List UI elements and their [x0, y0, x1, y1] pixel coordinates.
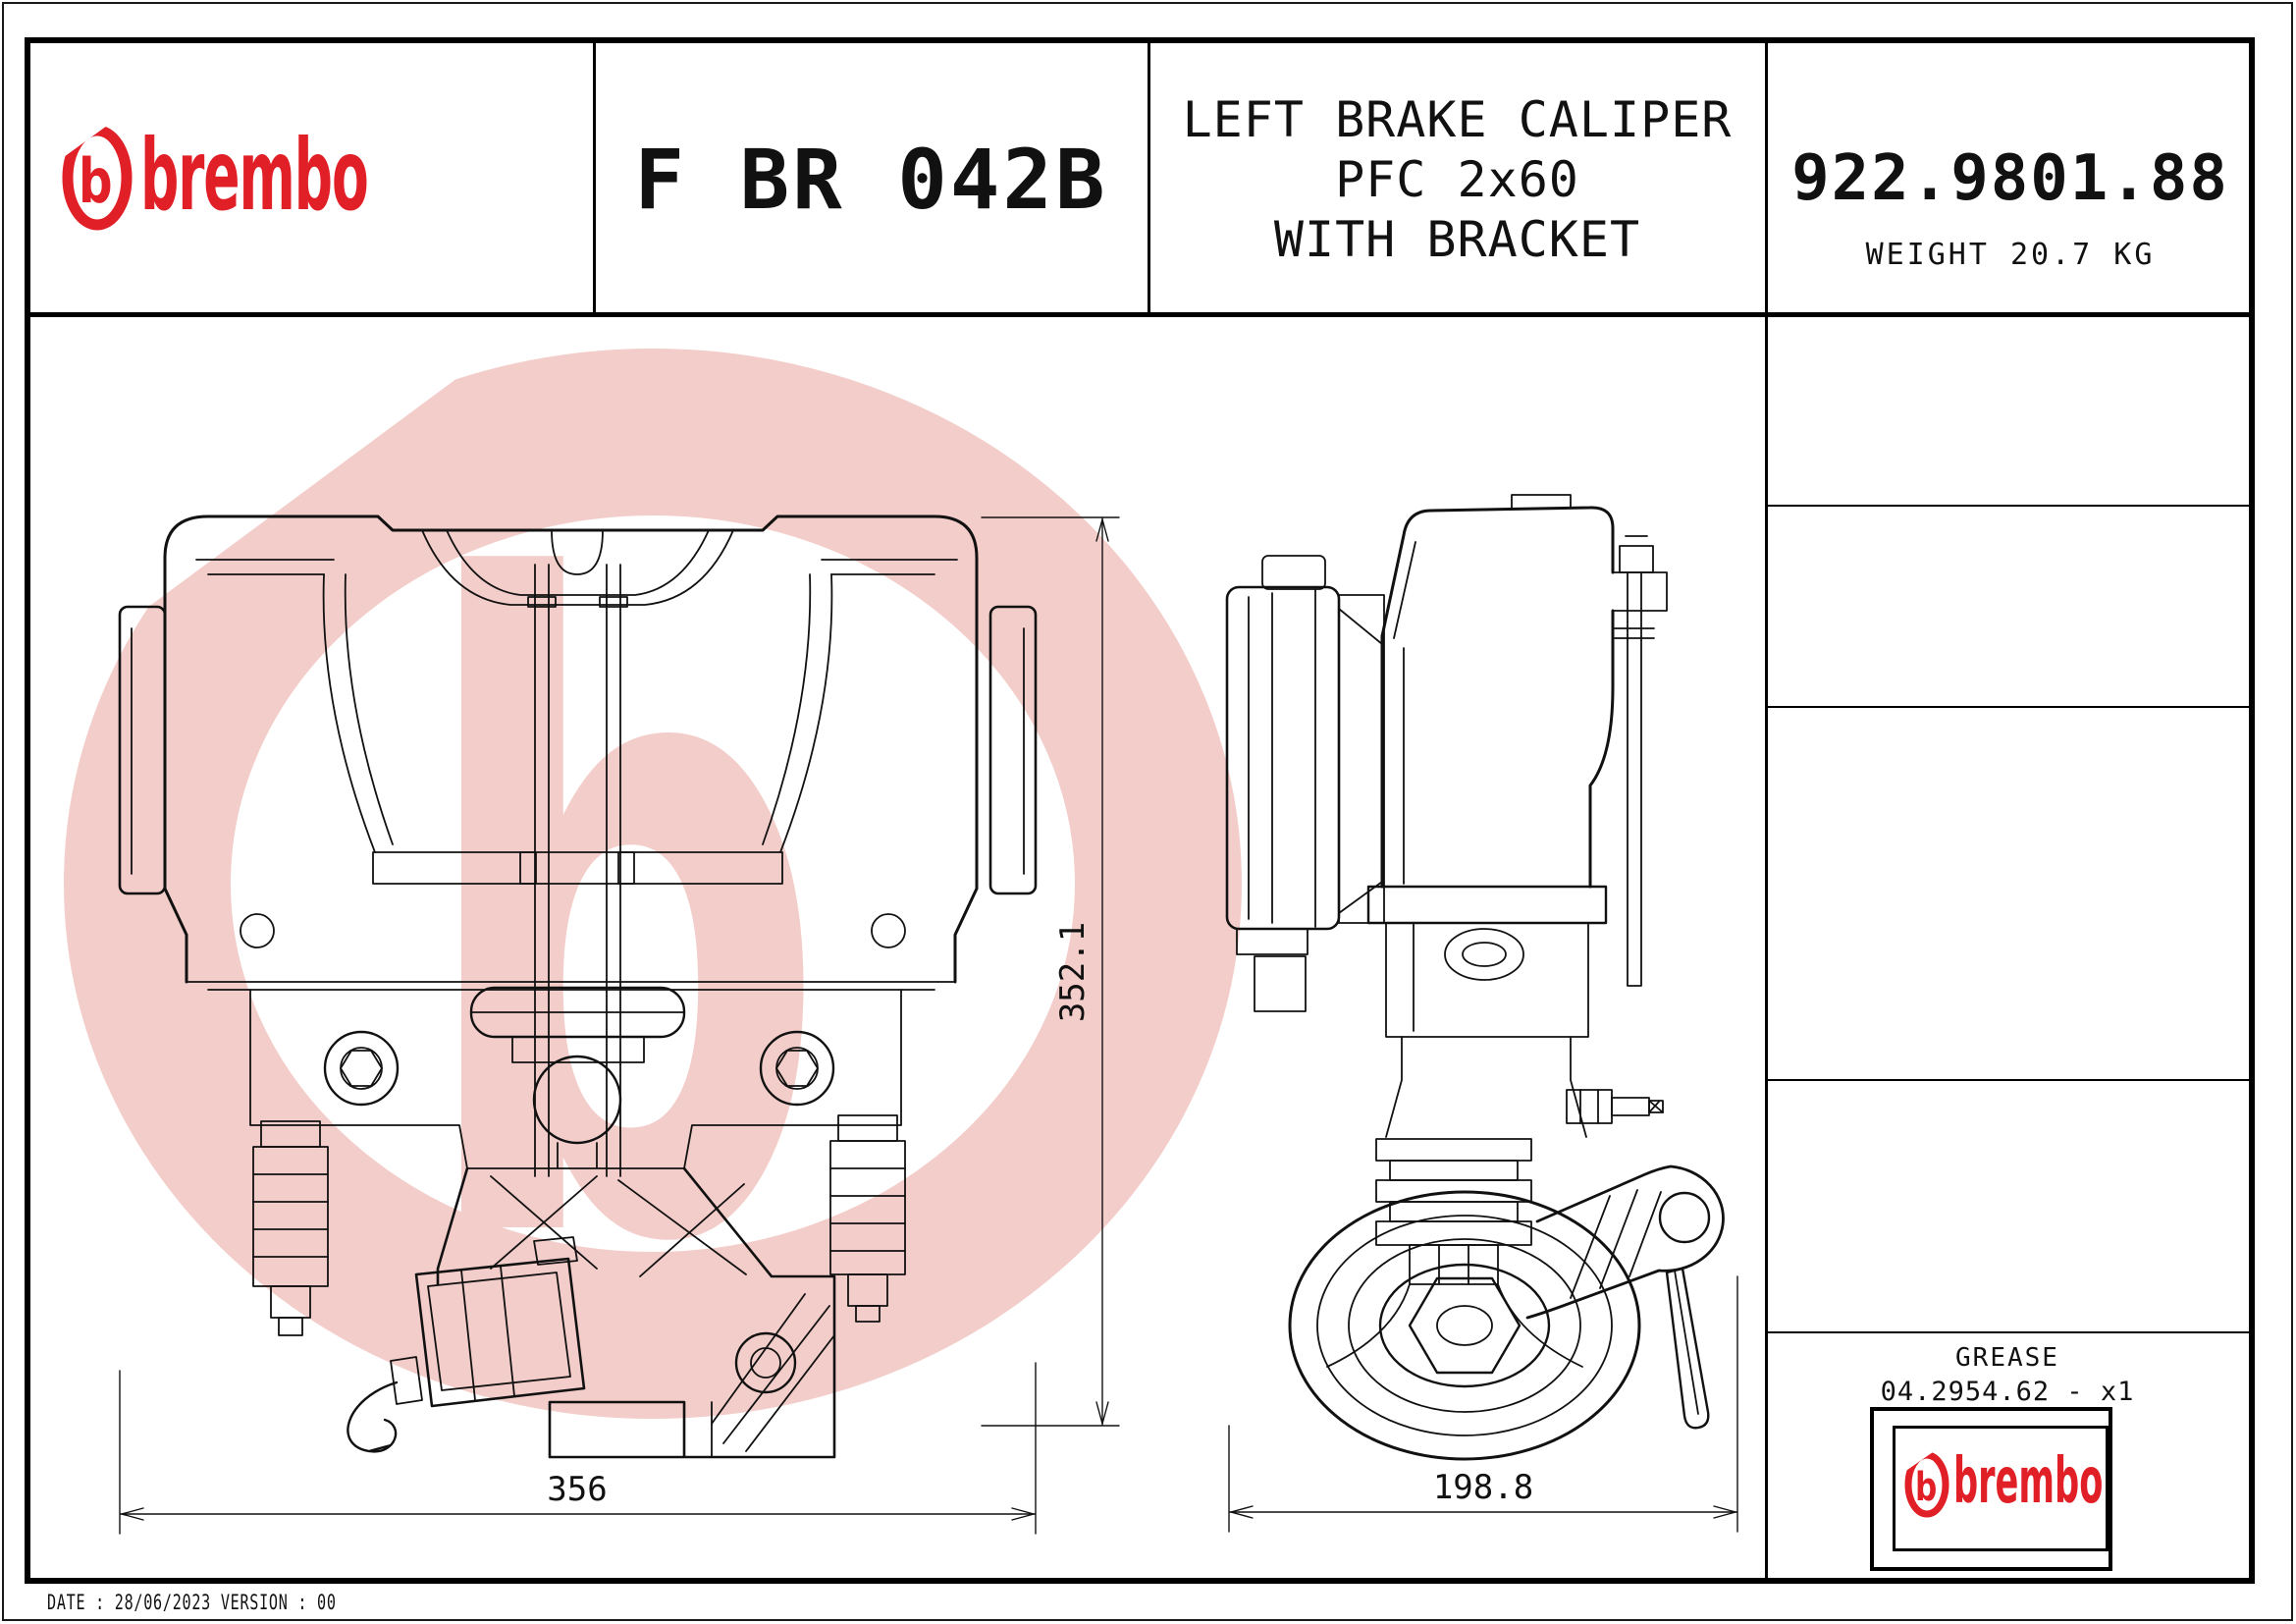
grease-label: GREASE: [1955, 1343, 2059, 1373]
header-divider-code-desc: [1148, 37, 1150, 316]
grease-part-number: 04.2954.62 - x1: [1880, 1376, 2135, 1407]
dim-front-width: 356: [547, 1470, 607, 1509]
side-row-line-1: [1766, 505, 2255, 507]
description-line-1: LEFT BRAKE CALIPER: [1182, 90, 1733, 148]
side-row-line-3: [1766, 1079, 2255, 1081]
brembo-logo-letter: b: [79, 146, 113, 217]
title-block-frame: [25, 37, 2255, 1584]
part-number: 922.9801.88: [1791, 142, 2229, 215]
grease-brembo-logo: b brembo: [1899, 1439, 2103, 1518]
side-row-line-2: [1766, 706, 2255, 708]
dim-overall-height: 352.1: [1053, 922, 1093, 1022]
header-bottom-line: [25, 312, 2255, 317]
brembo-logo: b brembo: [54, 107, 369, 234]
description-line-3: WITH BRACKET: [1273, 210, 1641, 268]
grease-logo-box-inner: [1893, 1426, 2109, 1551]
dim-side-width: 198.8: [1433, 1468, 1533, 1507]
grease-wordmark: brembo: [1953, 1445, 2103, 1518]
dimension-annotations: [119, 516, 1738, 1535]
side-row-line-4: [1766, 1331, 2255, 1333]
grease-logo-letter: b: [1915, 1465, 1937, 1510]
description-line-2: PFC 2x60: [1335, 150, 1579, 208]
brembo-wordmark: brembo: [140, 119, 368, 233]
front-view-drawing: [118, 514, 1038, 1459]
weight-label: WEIGHT 20.7 KG: [1865, 237, 2156, 272]
header-divider-logo-code: [593, 37, 596, 316]
part-description: LEFT BRAKE CALIPER PFC 2x60 WITH BRACKET: [1148, 43, 1766, 316]
date-version-line: DATE : 28/06/2023 VERSION : 00: [47, 1591, 337, 1614]
part-code: F BR 042B: [634, 132, 1108, 228]
grease-logo-box-outer: [1870, 1407, 2112, 1571]
side-view-drawing: [1225, 494, 1725, 1461]
side-column-line: [1765, 37, 1768, 1584]
